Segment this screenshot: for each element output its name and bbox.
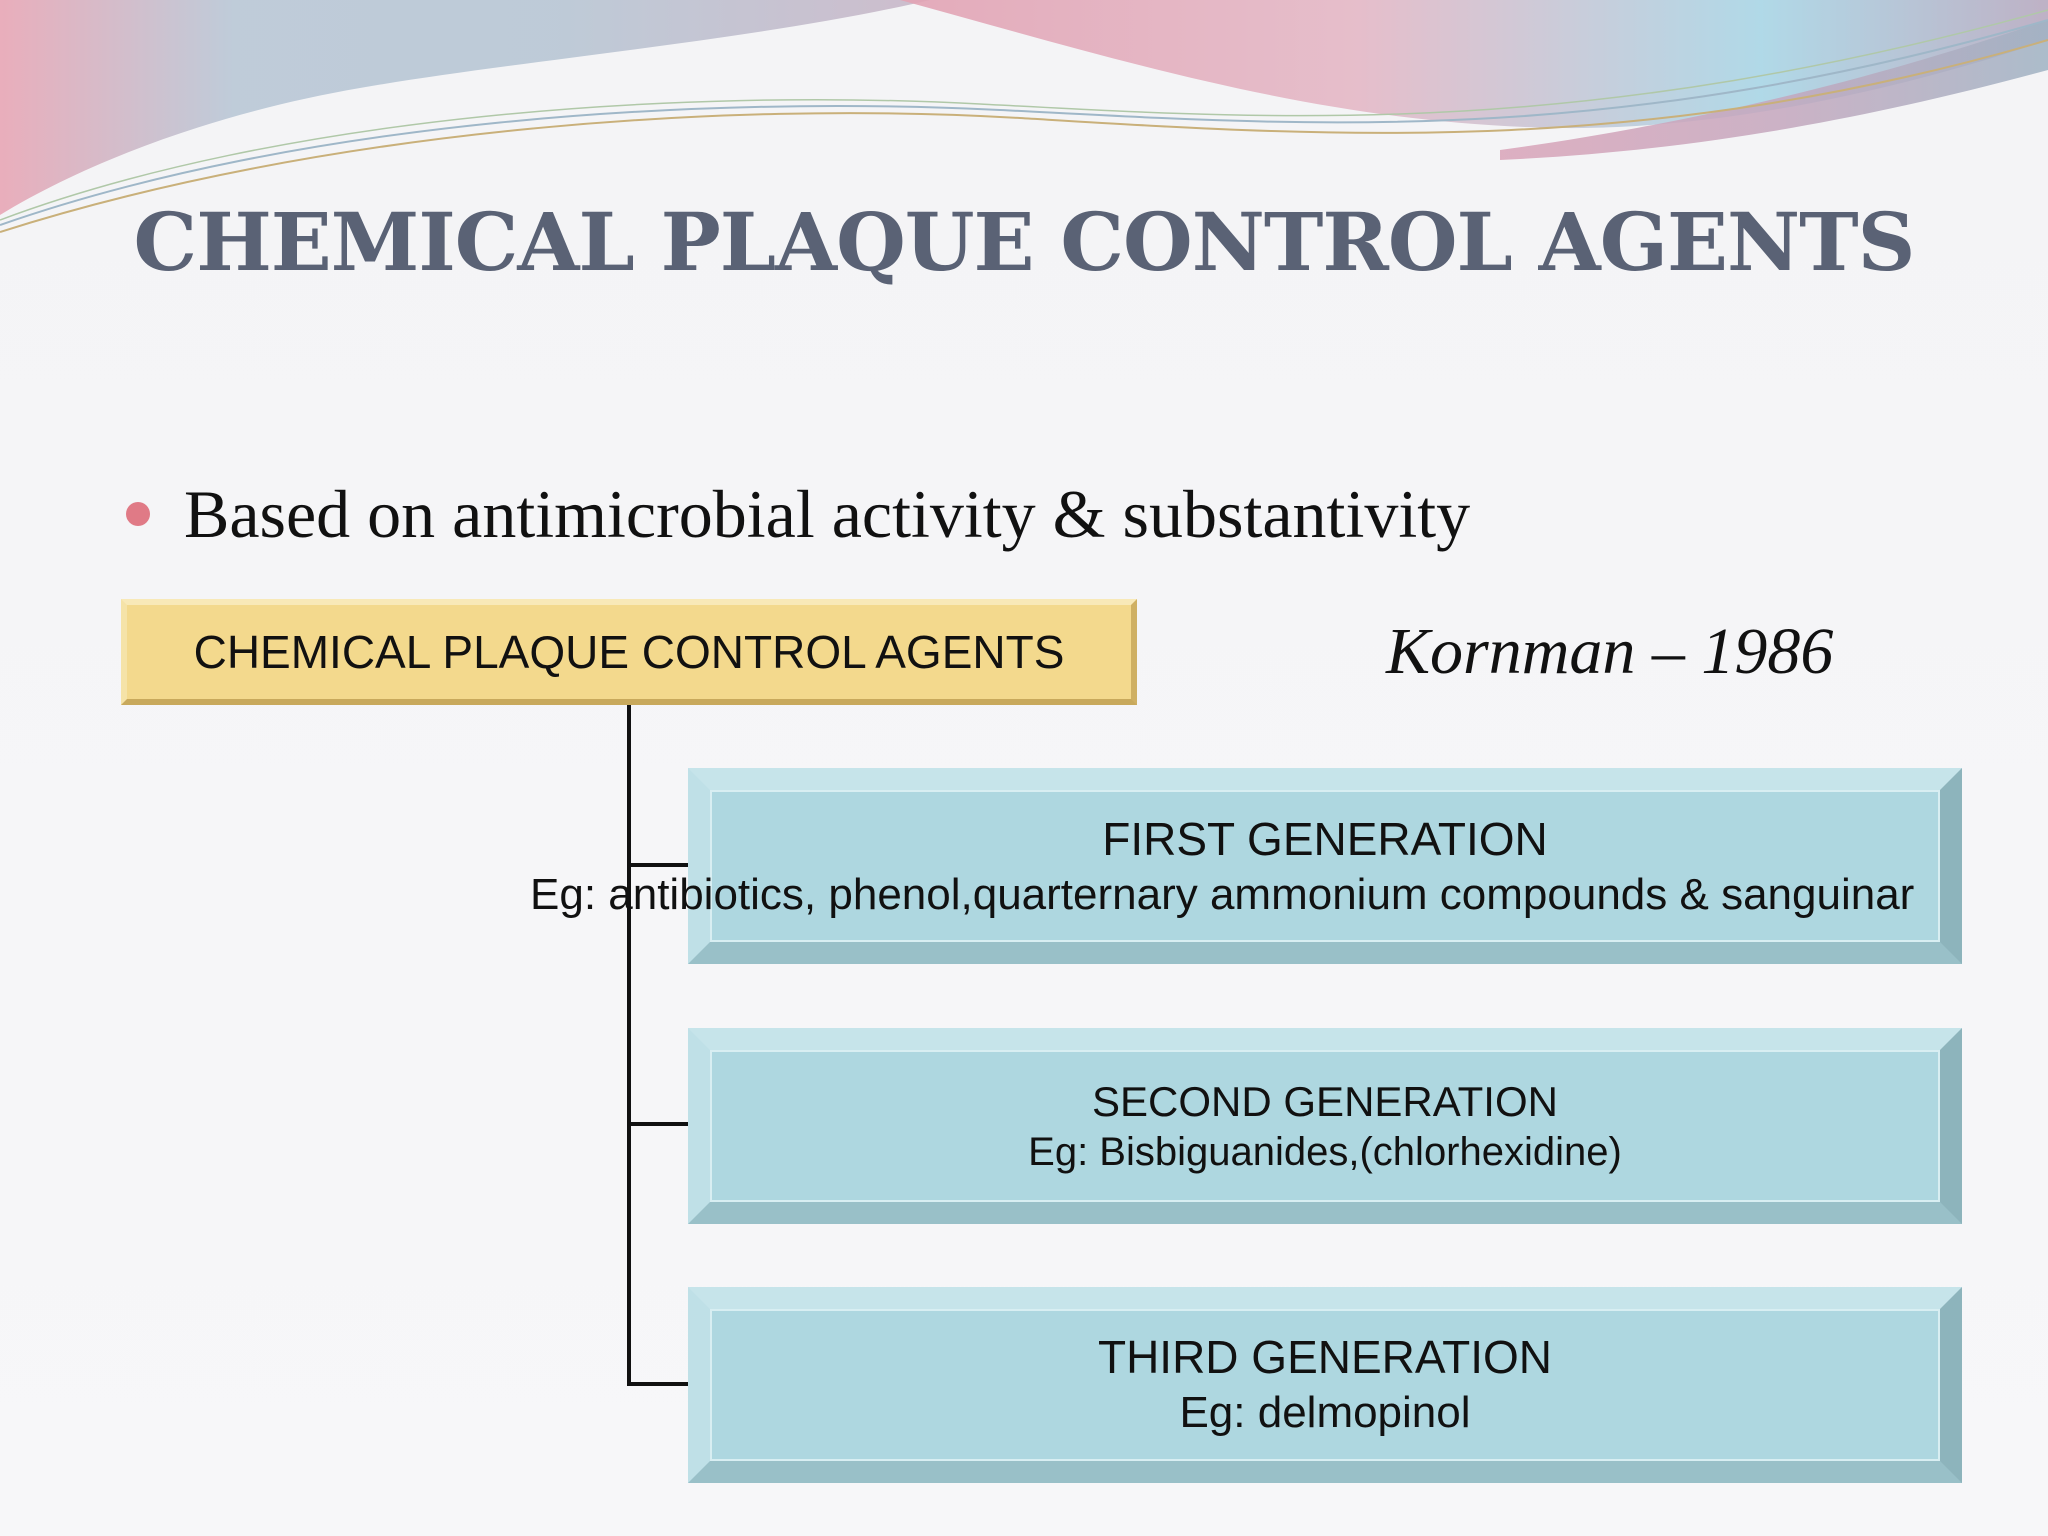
- node-third-generation: [688, 1287, 1962, 1483]
- connector-trunk: [627, 705, 631, 1386]
- bullet-dot-icon: [126, 502, 150, 526]
- node-second-generation: [688, 1028, 1962, 1224]
- node-first-generation: [688, 768, 1962, 964]
- bullet-text: Based on antimicrobial activity & substa…: [184, 475, 1471, 552]
- node-bevel: [710, 1309, 1940, 1461]
- third-generation-example: Eg: delmopinol: [1179, 1388, 1471, 1437]
- second-generation-example: Eg: Bisbiguanides,(chlorhexidine): [1028, 1130, 1622, 1174]
- second-generation-title: SECOND GENERATION: [1092, 1078, 1558, 1125]
- slide-title: CHEMICAL PLAQUE CONTROL AGENTS: [133, 195, 1916, 289]
- first-generation-title: FIRST GENERATION: [1102, 813, 1548, 865]
- connector-branch-first: [627, 863, 688, 867]
- node-bevel: [710, 790, 1940, 942]
- root-node: CHEMICAL PLAQUE CONTROL AGENTS: [121, 599, 1137, 705]
- citation: Kornman – 1986: [1386, 615, 1834, 688]
- node-bevel: [710, 1050, 1940, 1202]
- third-generation-title: THIRD GENERATION: [1097, 1331, 1553, 1383]
- first-generation-example: Eg: antibiotics, phenol,quarternary ammo…: [530, 870, 1915, 919]
- connector-branch-second: [627, 1122, 688, 1126]
- decorative-wave-banner: [0, 0, 2048, 233]
- bullet-item: Based on antimicrobial activity & substa…: [126, 472, 1470, 556]
- root-node-label: CHEMICAL PLAQUE CONTROL AGENTS: [193, 626, 1065, 678]
- connector-branch-third: [627, 1382, 688, 1386]
